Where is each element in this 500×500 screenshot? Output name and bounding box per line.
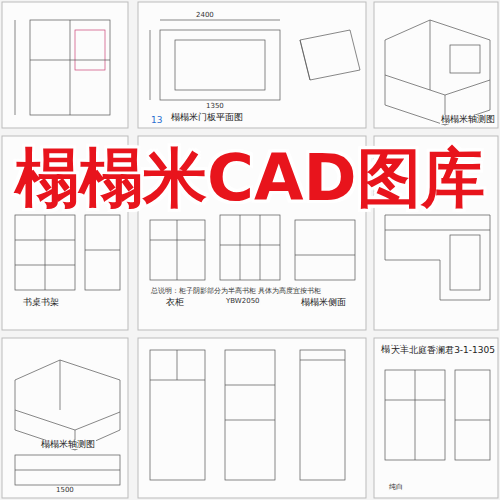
drawing-label: 1350 xyxy=(205,103,225,110)
drawing-label: 榻榻米门板平面图 xyxy=(170,113,244,122)
banner-title: 榻榻米CAD图库 xyxy=(15,146,485,210)
drawing-label: 大丰北庭香澜君3-1-1305 xyxy=(390,346,496,355)
drawing-label: 纯白 xyxy=(388,484,404,491)
drawing-label: 13 xyxy=(150,116,163,125)
drawing-label: 榻榻米侧面 xyxy=(300,298,347,307)
drawing-label: 榻榻米轴测图 xyxy=(40,440,96,449)
drawing-label: 2400 xyxy=(195,12,215,19)
drawing-label: 书桌书架 xyxy=(22,298,60,307)
drawing-label: 榻榻米轴测图 xyxy=(440,115,496,124)
drawing-label: YBW2050 xyxy=(225,298,261,305)
drawing-label: 1500 xyxy=(55,487,75,494)
drawing-label: 总说明：柜子阴影部分为半高书柜 具体为高度宜按书柜 xyxy=(150,288,322,295)
drawing-label: 衣柜 xyxy=(165,298,185,307)
